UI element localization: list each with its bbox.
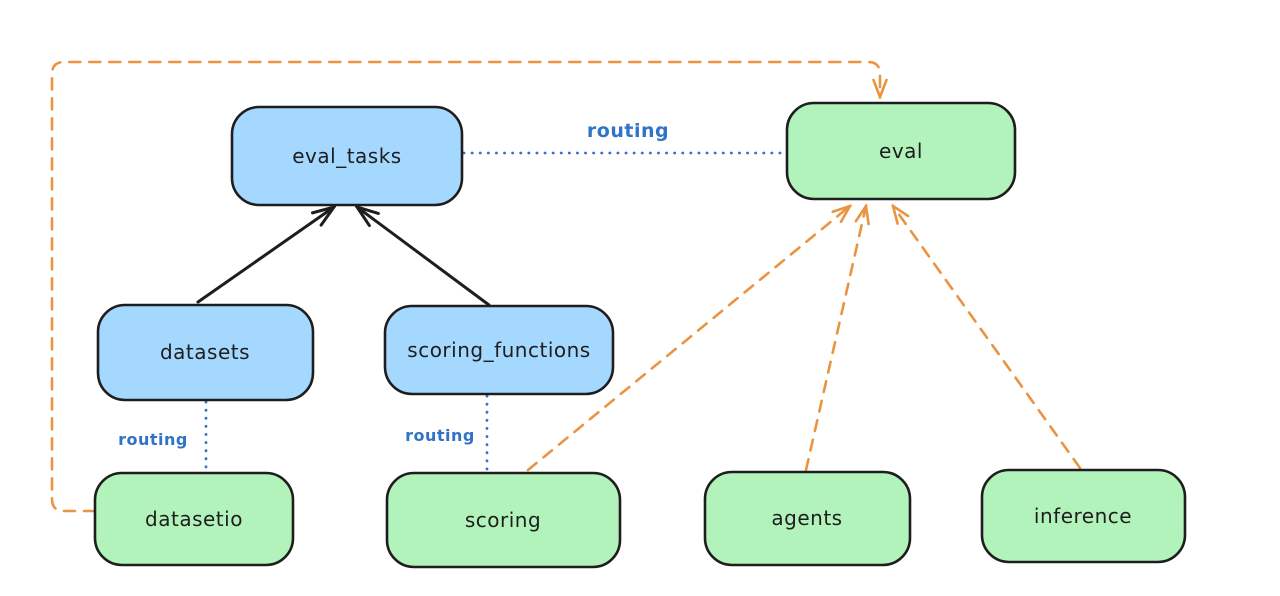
node-scoring-functions-box: [383, 304, 615, 396]
node-agents: agents: [703, 470, 912, 567]
edge-agents-to-eval: [804, 206, 866, 472]
node-scoring: scoring: [385, 471, 622, 569]
node-datasets-label: datasets: [160, 340, 250, 364]
node-datasets-box: [96, 303, 315, 402]
node-scoring-box: [385, 471, 622, 569]
edge-datasetio-to-eval-routed: [50, 60, 880, 513]
node-scoring-functions: scoring_functions: [383, 304, 615, 396]
node-inference: inference: [980, 468, 1187, 564]
edge-inference-to-eval: [893, 206, 1082, 470]
node-datasetio-label: datasetio: [145, 507, 243, 531]
node-scoring-label: scoring: [465, 508, 541, 532]
routing-label-scoring-functions-scoring: routing: [405, 426, 475, 445]
node-inference-label: inference: [1034, 504, 1132, 528]
edge-scoring-to-eval: [526, 206, 850, 472]
node-agents-box: [703, 470, 912, 567]
node-agents-label: agents: [771, 506, 842, 530]
node-eval-tasks: eval_tasks: [230, 105, 464, 207]
node-inference-box: [980, 468, 1187, 564]
node-datasetio-box: [93, 471, 295, 567]
node-datasetio: datasetio: [93, 471, 295, 567]
node-eval: eval: [785, 101, 1017, 201]
node-datasets: datasets: [96, 303, 315, 402]
node-eval-tasks-box: [230, 105, 464, 207]
routing-label-datasets-datasetio: routing: [118, 430, 188, 449]
node-eval-tasks-label: eval_tasks: [292, 144, 401, 168]
node-eval-box: [785, 101, 1017, 201]
edge-scoring-functions-to-eval-tasks: [357, 207, 491, 307]
node-eval-label: eval: [879, 139, 923, 163]
routing-label-eval-tasks-eval: routing: [587, 120, 669, 142]
node-scoring-functions-label: scoring_functions: [407, 338, 590, 362]
edge-datasets-to-eval-tasks: [196, 207, 334, 304]
